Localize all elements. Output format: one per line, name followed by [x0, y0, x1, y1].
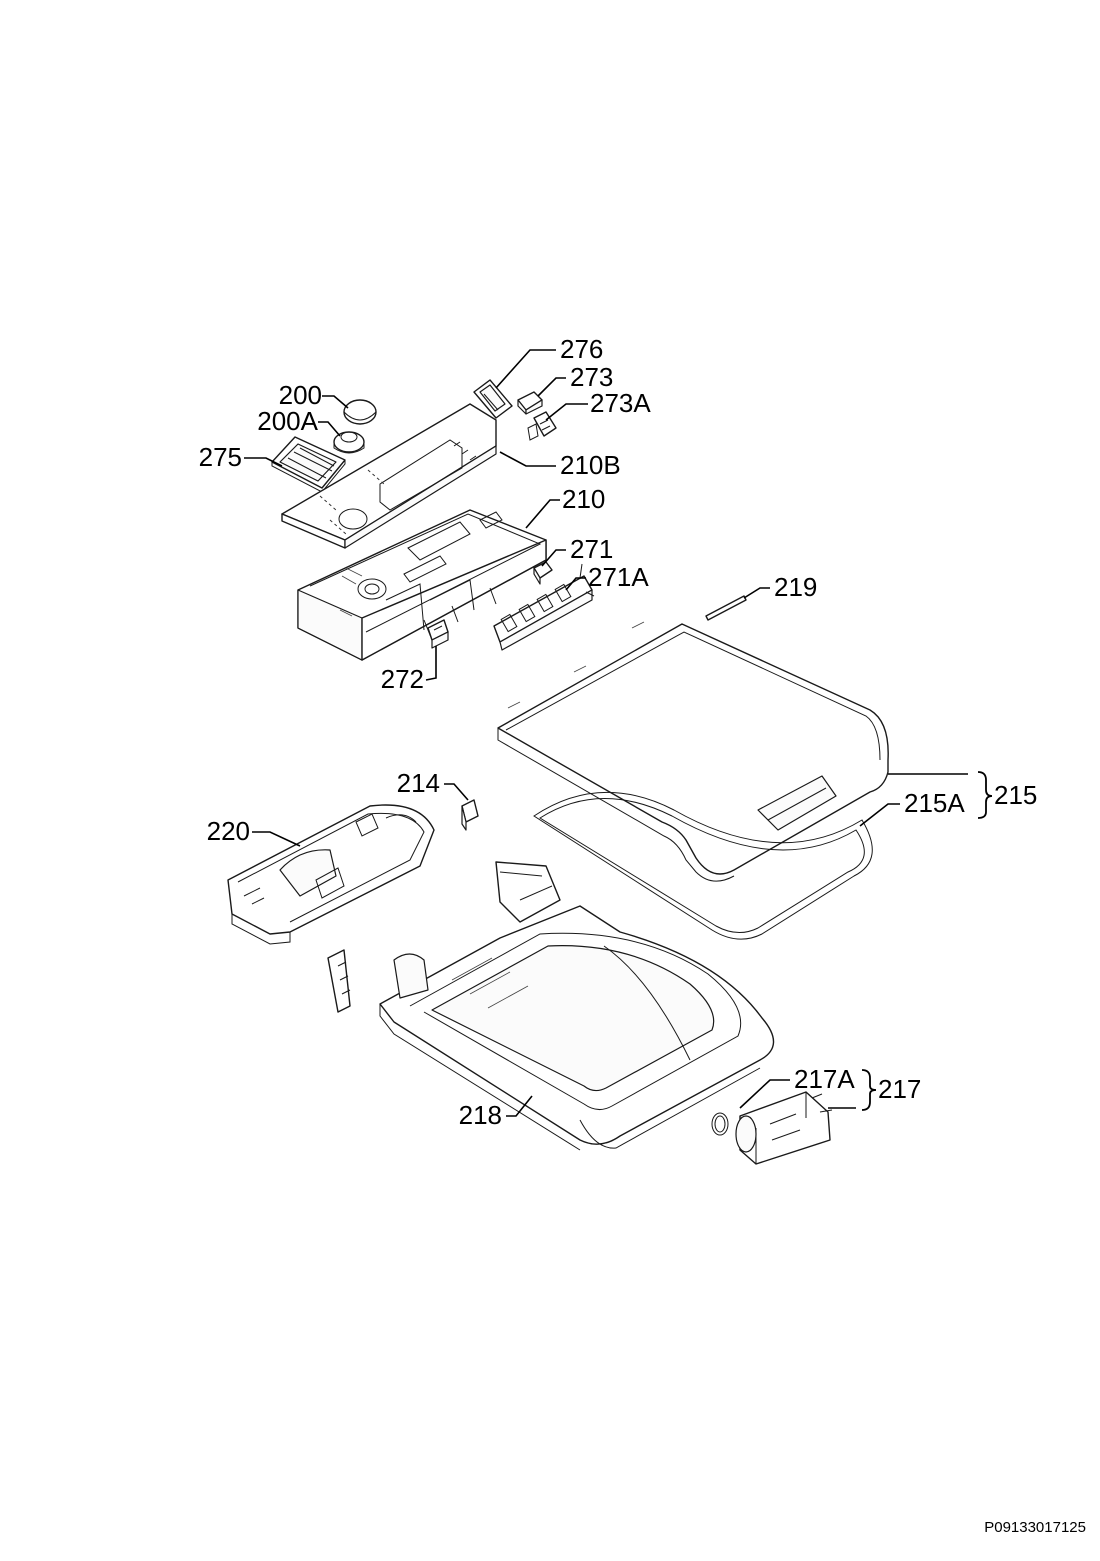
part-220-dispenser — [227, 804, 435, 945]
part-210-housing — [297, 509, 547, 661]
label-217: 217 — [878, 1074, 921, 1104]
leader-215A — [859, 803, 900, 827]
part-273A-button-holder — [527, 411, 557, 441]
braces — [861, 771, 993, 1111]
leader-271 — [541, 549, 566, 567]
part-276-display — [473, 379, 513, 419]
label-275: 275 — [199, 442, 242, 472]
leader-275 — [244, 457, 283, 467]
part-200A-knob-base — [333, 431, 365, 454]
part-200-knob — [343, 399, 377, 425]
leader-217A — [739, 1079, 790, 1109]
label-210B: 210B — [560, 450, 621, 480]
leader-210B — [499, 451, 556, 467]
label-276: 276 — [560, 334, 603, 364]
label-273: 273 — [570, 362, 613, 392]
leader-276 — [495, 349, 556, 389]
label-220: 220 — [207, 816, 250, 846]
leader-273 — [537, 377, 566, 397]
callout-labels: 200 200A 275 276 273 273A 210B 210 271 2… — [199, 334, 1038, 1130]
document-id: P09133017125 — [984, 1519, 1086, 1536]
label-215: 215 — [994, 780, 1037, 810]
part-219-pin — [705, 595, 747, 621]
leader-219 — [743, 587, 770, 599]
label-272: 272 — [381, 664, 424, 694]
label-271: 271 — [570, 534, 613, 564]
leader-lines — [244, 349, 968, 1117]
leader-218 — [506, 1095, 533, 1117]
label-214: 214 — [397, 768, 440, 798]
part-272-clip — [427, 619, 449, 649]
part-215A-seal — [533, 791, 873, 940]
leader-214 — [444, 783, 469, 801]
part-271A-switch-assembly — [493, 563, 595, 651]
part-215-lid — [497, 621, 889, 882]
label-273A: 273A — [590, 388, 651, 418]
leader-220 — [252, 831, 301, 847]
label-217A: 217A — [794, 1064, 855, 1094]
leader-200A — [318, 421, 341, 437]
part-273-button — [517, 391, 543, 415]
part-217-pump-housing — [735, 1091, 833, 1165]
leader-200 — [322, 395, 349, 409]
label-200: 200 — [279, 380, 322, 410]
brace-215 — [977, 771, 993, 819]
label-215A: 215A — [904, 788, 965, 818]
part-210B-fascia — [281, 403, 497, 549]
leader-210 — [525, 499, 560, 529]
label-200A: 200A — [257, 406, 318, 436]
part-217A-o-ring — [711, 1112, 729, 1136]
leader-273A — [545, 403, 588, 421]
label-219: 219 — [774, 572, 817, 602]
part-214-clip — [461, 799, 479, 831]
label-218: 218 — [459, 1100, 502, 1130]
leader-271A — [565, 577, 586, 591]
brace-217 — [861, 1069, 877, 1111]
leader-272 — [425, 646, 437, 681]
part-271-switch — [533, 561, 553, 585]
label-210: 210 — [562, 484, 605, 514]
part-275-frame — [271, 436, 346, 493]
part-218-tub-frame — [327, 861, 775, 1151]
label-271A: 271A — [588, 562, 649, 592]
